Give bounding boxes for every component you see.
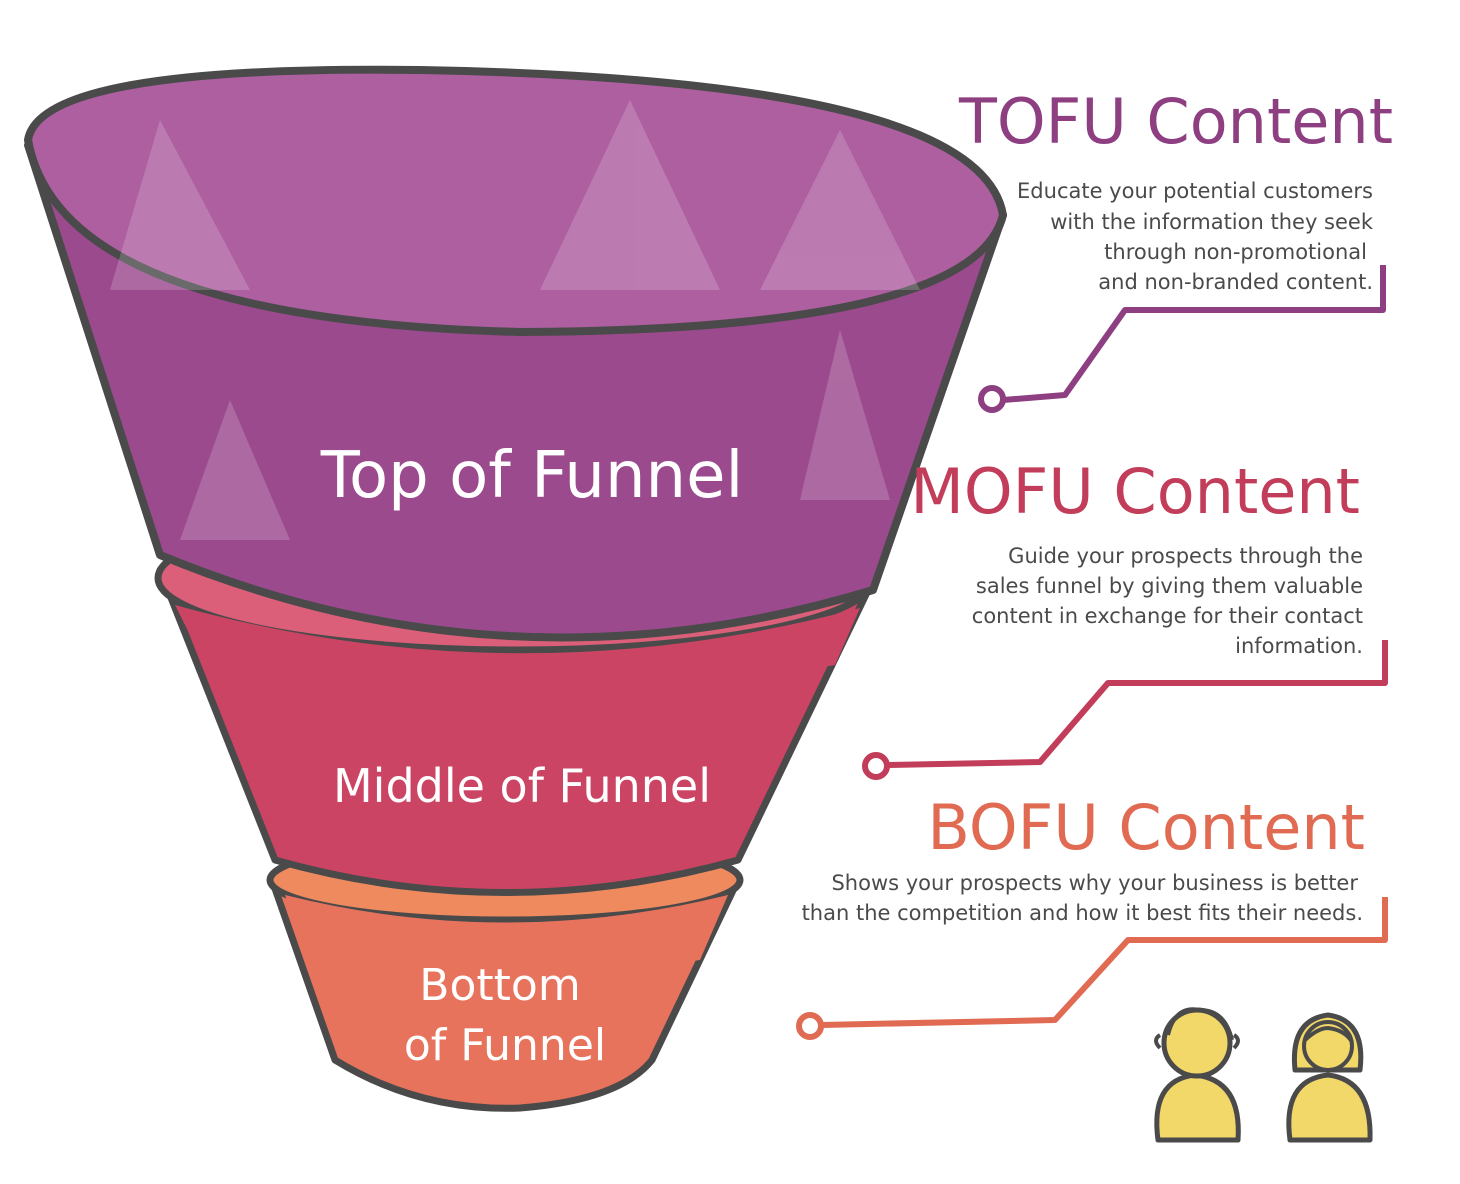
female-person-icon [1286,1012,1373,1143]
bofu-desc-line-1: Shows your prospects why your business i… [831,871,1358,895]
decorative-triangles [110,100,920,540]
bofu-heading: BOFU Content [927,791,1365,864]
mofu-desc-line-4: information. [1235,634,1363,658]
tofu-heading: TOFU Content [958,85,1393,158]
tofu-section: TOFU Content Educate your potential cust… [958,85,1393,413]
male-person-icon [1154,1007,1241,1143]
tofu-desc-line-3: through non-promotional [1104,240,1367,264]
mofu-connector-dot [862,752,890,780]
tofu-desc-line-4: and non-branded content. [1098,270,1373,294]
middle-label: Middle of Funnel [333,759,711,813]
tofu-connector-line [1002,265,1386,403]
mofu-connector-line [887,640,1388,768]
bofu-connector-dot [796,1012,824,1040]
tofu-desc-line-2: with the information they seek [1050,210,1374,234]
bofu-section: BOFU Content Shows your prospects why yo… [796,791,1388,1040]
mofu-desc-line-1: Guide your prospects through the [1008,544,1363,568]
mofu-desc-line-2: sales funnel by giving them valuable [976,574,1363,598]
mofu-heading: MOFU Content [910,455,1360,528]
tofu-desc-line-1: Educate your potential customers [1017,179,1373,203]
tofu-connector-dot [978,385,1006,413]
top-of-funnel-stage: Top of Funnel [24,65,1007,642]
bofu-desc-line-2: than the competition and how it best fit… [802,901,1363,925]
bottom-label-line2: of Funnel [404,1020,606,1071]
bottom-label-line1: Bottom [419,960,580,1011]
mofu-section: MOFU Content Guide your prospects throug… [862,455,1388,780]
top-label: Top of Funnel [320,439,744,513]
mofu-desc-line-3: content in exchange for their contact [972,604,1363,628]
bofu-connector-line [821,897,1388,1028]
